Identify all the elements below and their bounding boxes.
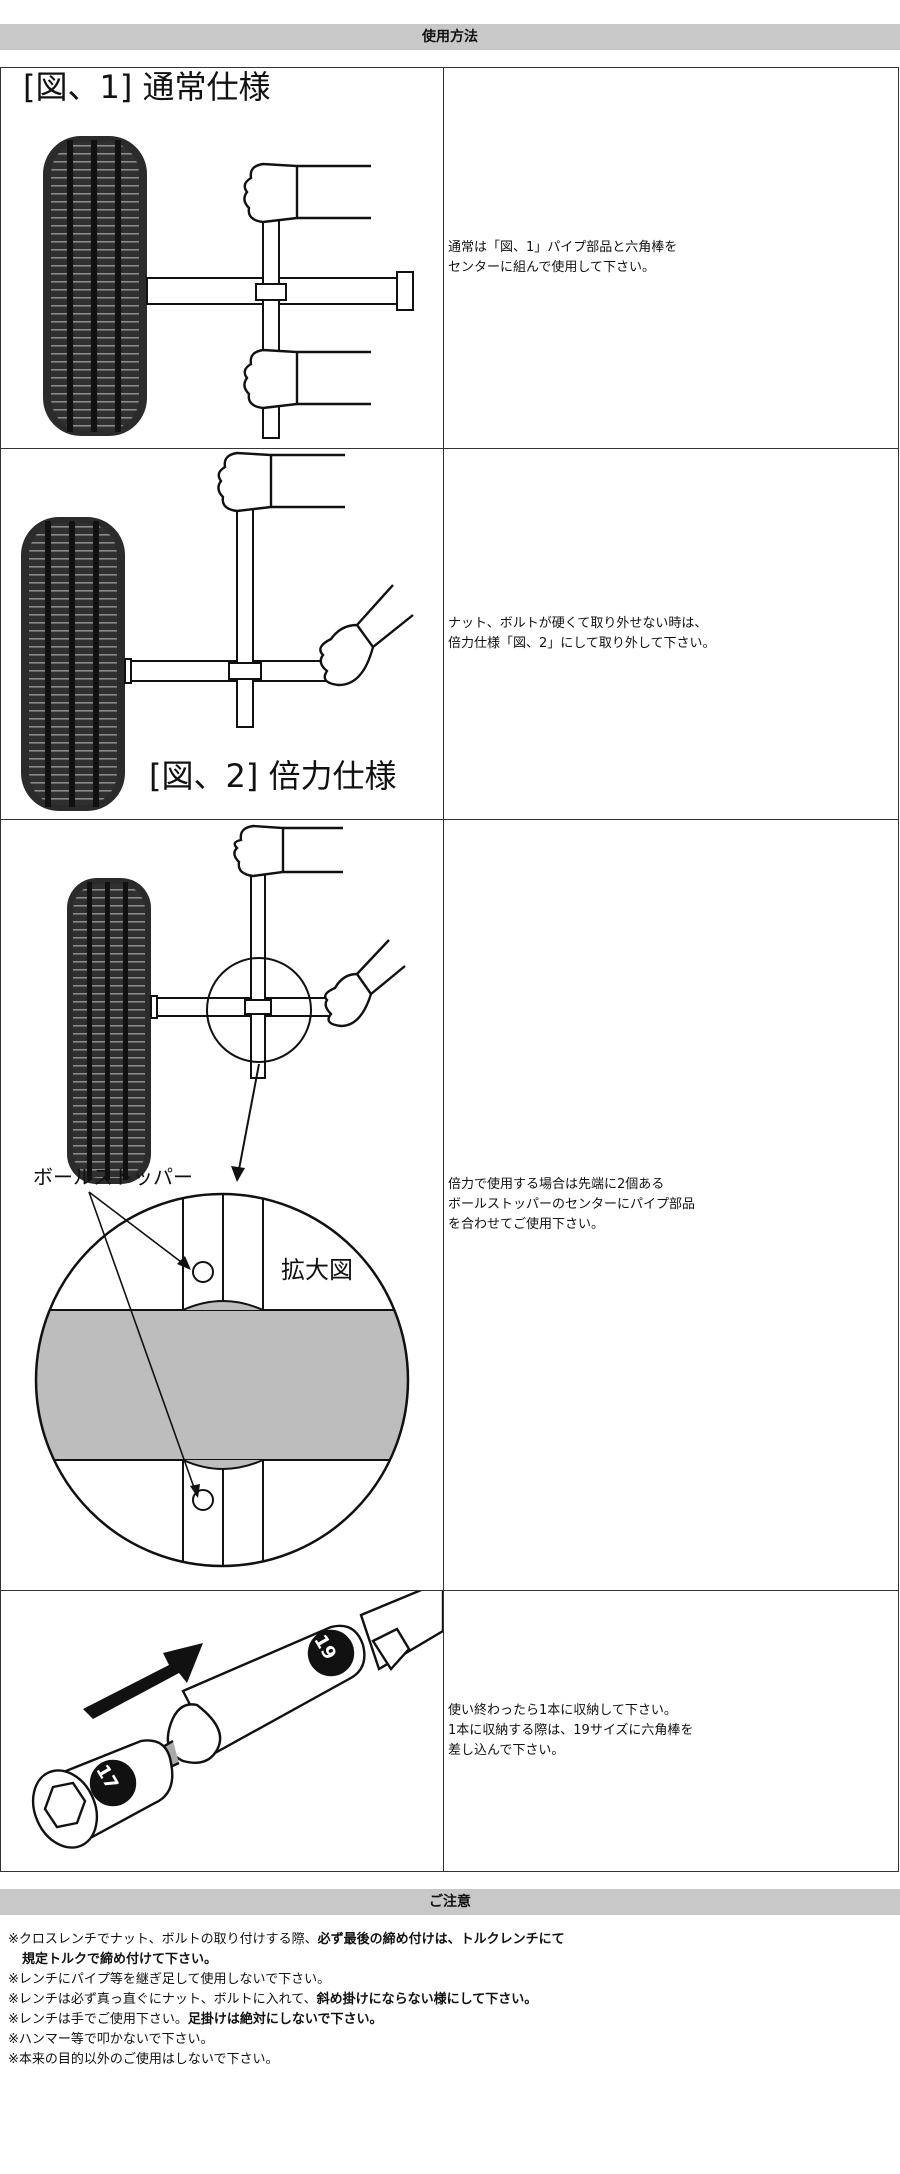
leader-line: [88, 1191, 190, 1269]
ball-stopper-icon: [192, 1261, 214, 1283]
caution-header: ご注意: [0, 1889, 900, 1915]
note-1: ※クロスレンチでナット、ボルトの取り付けする際、必ず最後の締め付けは、トルクレン…: [8, 1932, 565, 1947]
note-3: ※レンチは必ず真っ直ぐにナット、ボルトに入れて、斜め掛けにならない様にして下さい…: [8, 1992, 538, 2007]
tire-icon: [43, 136, 147, 436]
usage-header: 使用方法: [0, 24, 900, 50]
hand-icon: [319, 584, 414, 687]
leader-line: [88, 1191, 198, 1497]
zoom-label: 拡大図: [281, 1256, 353, 1284]
step-row-1: [図、1] 通常仕様: [0, 67, 899, 449]
hand-icon: [217, 451, 345, 513]
hand-icon: [233, 824, 343, 878]
stopper-label: ボールストッパー: [33, 1165, 193, 1189]
hand-icon: [324, 939, 406, 1028]
note-5: ※ハンマー等で叩かないで下さい。: [8, 2032, 214, 2047]
note-1-cont: 規定トルクで締め付けて下さい。: [22, 1952, 218, 1967]
note-4: ※レンチは手でご使用下さい。足掛けは絶対にしないで下さい。: [8, 2012, 383, 2027]
hand-icon: [243, 348, 371, 410]
figure-4: 19 17: [0, 1590, 444, 1872]
step-row-3: ボールストッパー 拡大図 倍力で使用する場合は先端に2個ある ボールストッパーの…: [0, 819, 899, 1591]
socket-wrench-icon: [31, 1591, 443, 1849]
note-2: ※レンチにパイプ等を継ぎ足して使用しないで下さい。: [8, 1972, 331, 1987]
caution-notes: ※クロスレンチでナット、ボルトの取り付けする際、必ず最後の締め付けは、トルクレン…: [8, 1930, 888, 2070]
step-row-2: [図、2] 倍力仕様 ナット、ボルトが硬くて取り外せない時は、 倍力仕様「図、2…: [0, 448, 899, 820]
figure-3: ボールストッパー 拡大図: [0, 819, 444, 1591]
pointer-arrow: [236, 1063, 260, 1181]
tire-icon: [67, 878, 151, 1184]
hand-icon: [243, 162, 371, 224]
note-6: ※本来の目的以外のご使用はしないで下さい。: [8, 2052, 279, 2067]
figure-1: [図、1] 通常仕様: [0, 67, 444, 449]
figure-2-label: [図、2] 倍力仕様: [149, 757, 397, 795]
figure-2: [図、2] 倍力仕様: [0, 448, 444, 820]
arrow-icon: [83, 1643, 203, 1719]
pointer-arrowhead: [231, 1166, 245, 1182]
tire-icon: [21, 517, 125, 811]
step-1-text: 通常は「図、1」パイプ部品と六角棒を センターに組んで使用して下さい。: [443, 67, 899, 449]
step-3-text: 倍力で使用する場合は先端に2個ある ボールストッパーのセンターにパイプ部品 を合…: [443, 819, 899, 1591]
figure-1-label: [図、1] 通常仕様: [23, 68, 271, 106]
zoom-view: [34, 1192, 410, 1568]
step-4-text: 使い終わったら1本に収納して下さい。 1本に収納する際は、19サイズに六角棒を …: [443, 1590, 899, 1872]
cross-wrench-icon: [124, 456, 332, 728]
focus-circle: [206, 957, 312, 1063]
step-2-text: ナット、ボルトが硬くて取り外せない時は、 倍力仕様「図、2」にして取り外して下さ…: [443, 448, 899, 820]
usage-table: [図、1] 通常仕様: [0, 67, 899, 1872]
step-row-4: 19 17 使い終わったら1本に収納して下さい。 1本に収納する際は、19サイズ…: [0, 1590, 899, 1872]
